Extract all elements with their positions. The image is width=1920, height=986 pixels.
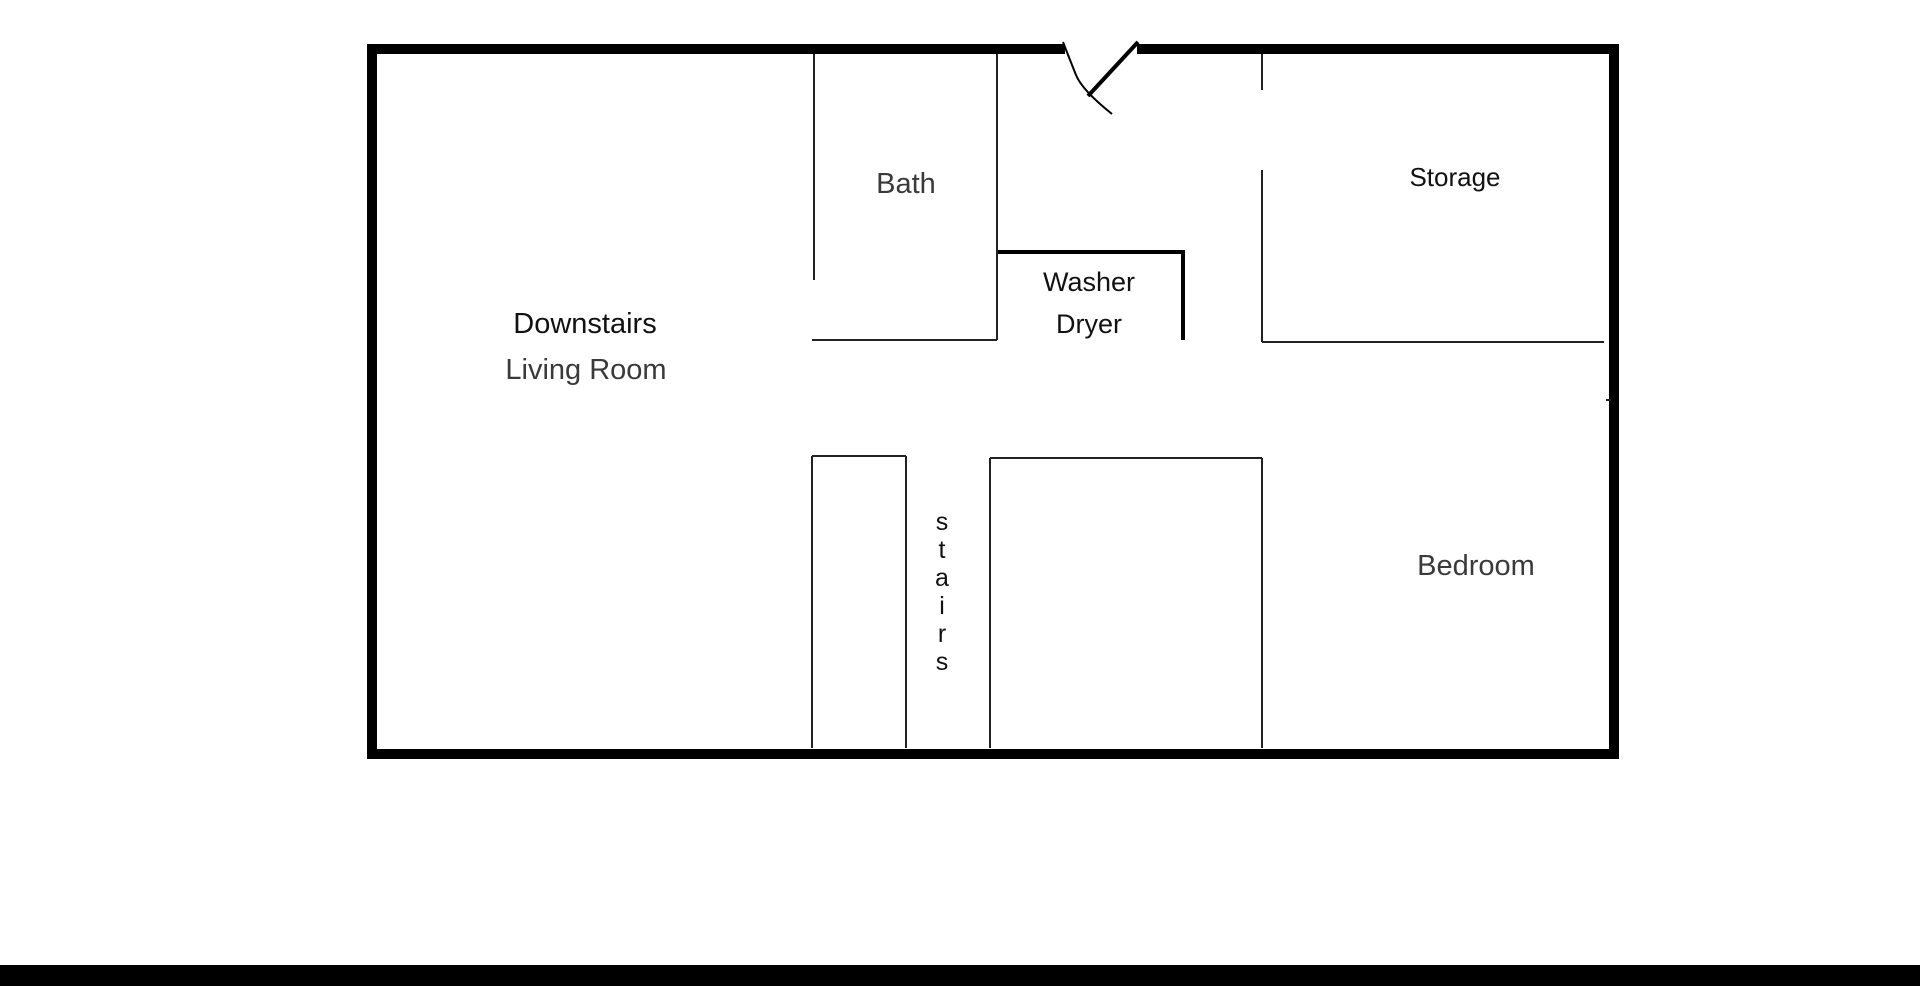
stairs-letter: a (935, 564, 949, 592)
stairs-letter: s (936, 508, 949, 536)
stairs-letter: r (938, 620, 946, 648)
living-room-label-line1: Downstairs (513, 308, 656, 340)
bottom-bar (0, 965, 1920, 986)
door-leaf (1086, 40, 1140, 98)
partitions (811, 54, 1611, 748)
outer-walls (367, 44, 1619, 759)
washer-dryer-alcove (998, 250, 1185, 340)
door-swing (1062, 41, 1113, 115)
stairs-letter: t (939, 536, 946, 564)
washer-label: Washer (1043, 267, 1135, 297)
stairs-letter: i (939, 592, 945, 620)
living-room-label-line2: Living Room (505, 354, 666, 386)
front-door[interactable] (1062, 40, 1140, 115)
stairs-letter: s (936, 648, 949, 676)
dryer-label: Dryer (1056, 309, 1122, 339)
bedroom-label: Bedroom (1417, 550, 1535, 582)
bath-label: Bath (876, 168, 936, 200)
stairs-label: s t a i r s (935, 508, 949, 676)
storage-label: Storage (1409, 162, 1500, 192)
